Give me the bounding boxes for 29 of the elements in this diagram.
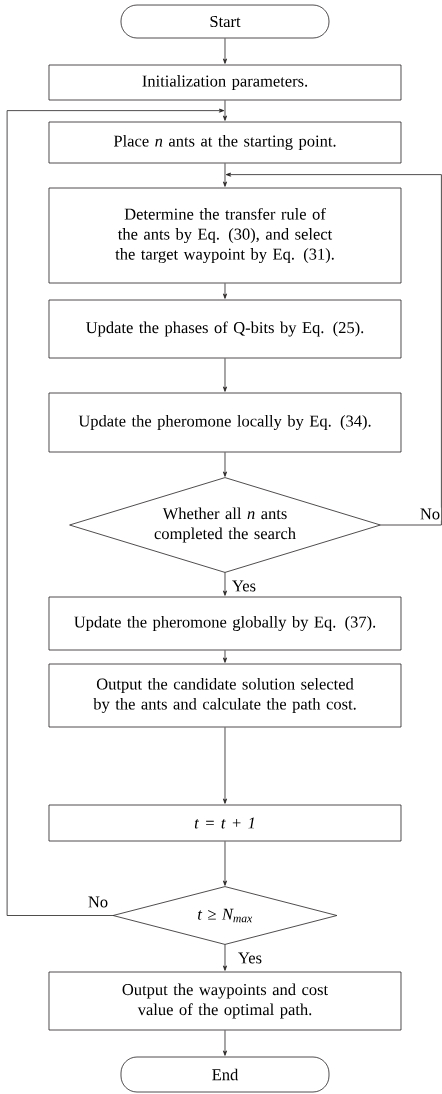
process-box: Update the pheromone globally by Eq. (37). (48, 596, 402, 651)
arrow (223, 727, 227, 804)
arrow (223, 100, 227, 121)
arrow (223, 572, 227, 596)
terminal-box: End (120, 1056, 330, 1093)
process-box: Output the candidate solution selected by the ants and calculate the path cost. (48, 663, 402, 728)
arrow (223, 944, 227, 971)
process-box: t = t + 1 (48, 804, 402, 842)
arrow (223, 841, 227, 886)
terminal-box: Start (120, 4, 330, 39)
process-box: Initialization parameters. (48, 64, 402, 101)
edge-label: Yes (237, 951, 263, 965)
process-box: Output the waypoints and cost value of the optimal path. (48, 971, 402, 1031)
edge-label: No (418, 507, 442, 521)
arrow (225, 172, 442, 526)
process-box: Place n ants at the starting point. (48, 121, 402, 164)
arrow (223, 283, 227, 299)
process-box: Update the phases of Q-bits by Eq. (25). (48, 299, 402, 359)
process-box: Determine the transfer rule of the ants by Eq. (30), and select the target waypoint by Eq. (31). (48, 187, 402, 284)
arrow (223, 1030, 227, 1056)
edge-label: No (86, 895, 110, 909)
process-box: Update the pheromone locally by Eq. (34). (48, 392, 402, 453)
arrow (223, 650, 227, 663)
arrow (223, 163, 227, 187)
arrow (223, 452, 227, 477)
arrow (6, 108, 225, 916)
arrow (223, 38, 227, 64)
edge-label: Yes (231, 579, 257, 593)
arrow (223, 358, 227, 392)
